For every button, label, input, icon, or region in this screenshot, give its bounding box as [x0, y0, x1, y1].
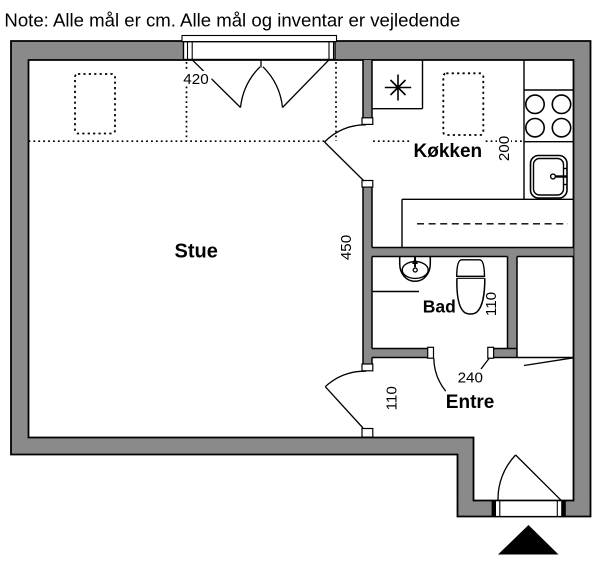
svg-text:Stue: Stue	[175, 241, 218, 263]
svg-text:Køkken: Køkken	[414, 141, 483, 162]
svg-text:420: 420	[183, 71, 208, 88]
svg-text:110: 110	[384, 386, 401, 410]
svg-text:Bad: Bad	[423, 297, 456, 317]
svg-text:Note: Alle mål er cm. Alle mål: Note: Alle mål er cm. Alle mål og invent…	[4, 10, 460, 31]
svg-text:200: 200	[496, 136, 513, 161]
svg-text:450: 450	[338, 235, 355, 260]
svg-text:110: 110	[483, 292, 500, 316]
svg-text:240: 240	[458, 370, 483, 387]
svg-text:Entre: Entre	[446, 392, 495, 413]
